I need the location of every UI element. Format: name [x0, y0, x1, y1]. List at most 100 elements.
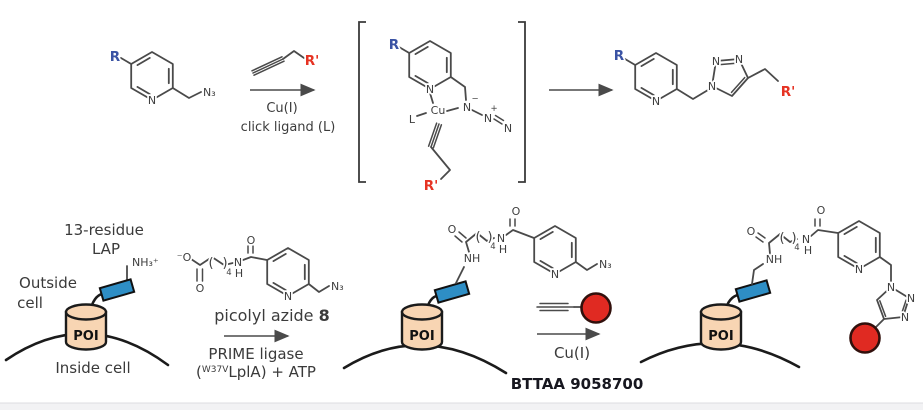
- amide1-double-bond: [454, 231, 467, 243]
- amide-h: H: [235, 267, 243, 280]
- fluorophore-circle: [580, 292, 612, 324]
- ligase-line2-open: (: [196, 363, 202, 381]
- paren-close: ): [222, 256, 227, 271]
- substituent-bonds: [120, 57, 202, 99]
- amide1-o: O: [448, 223, 457, 236]
- lap-caption-line2: LAP: [92, 240, 120, 258]
- triazole-ch2-bond: [878, 256, 892, 282]
- poi-cylinder-body: [699, 310, 743, 351]
- substituent-bonds: [398, 46, 467, 101]
- carboxyl-o: O: [196, 282, 205, 295]
- amide2-o: O: [512, 205, 521, 218]
- azide-n1: N: [463, 101, 471, 114]
- click-step: Cu(I) BTTAA 9058700: [511, 292, 644, 393]
- ligase-line2: (W37VLplA) + ATP: [196, 363, 316, 381]
- coordination-bonds: [416, 92, 483, 117]
- amide-n: N: [234, 256, 242, 269]
- azide-double-bond: [493, 114, 505, 125]
- subscript-4: 4: [794, 243, 799, 253]
- paren-open: (: [208, 256, 213, 271]
- paren-close: ): [487, 230, 492, 245]
- paren-open: (: [779, 231, 784, 246]
- amide-chain-bonds: [768, 233, 798, 255]
- amide-bonds: [242, 256, 268, 261]
- r-group-label: R: [110, 49, 121, 65]
- triazole-ring: [876, 286, 910, 320]
- triazole-double-bonds: [717, 62, 746, 94]
- amide2-bonds: [505, 229, 535, 239]
- ring-nitrogen: N: [284, 290, 292, 303]
- poi-label: POI: [409, 329, 434, 344]
- triazole-n3: N: [901, 311, 909, 324]
- r-prime-label: R': [781, 84, 796, 100]
- bttaa-label: BTTAA 9058700: [511, 375, 644, 393]
- fluorophore-circle: [849, 322, 881, 354]
- amide-double-bond: [247, 245, 254, 254]
- ligand-label: click ligand (L): [241, 120, 336, 135]
- ligand-l-label: L: [409, 113, 416, 126]
- amide2-double-bond: [509, 218, 516, 227]
- lap-tag: [98, 278, 136, 302]
- lap-caption-line1: 13-residue: [64, 221, 144, 239]
- ring-nitrogen: N: [148, 94, 156, 107]
- lysine-ch2-bond: [455, 266, 465, 284]
- triazole-product: R N N N N R': [612, 46, 797, 109]
- poi-cylinder-body: [64, 310, 108, 351]
- triazole-n1: N: [887, 281, 895, 294]
- ch2-bond: [282, 50, 305, 60]
- probe-triple-bond: [536, 302, 575, 312]
- inside-cell-label: Inside cell: [55, 359, 130, 377]
- ring-nitrogen: N: [652, 95, 660, 108]
- nh-label: NH: [766, 253, 783, 266]
- paren-close: ): [791, 231, 796, 246]
- catalyst-label: Cu(I): [266, 101, 297, 116]
- lap-tag: [734, 279, 772, 303]
- ligase-line2-rest: LplA) + ATP: [228, 363, 316, 381]
- r-prime-label: R': [305, 53, 320, 69]
- picolyl-azide-8: ⁻O O ( ) 4 N H O N N₃ picolyl azide 8: [175, 232, 345, 325]
- substituent-bonds: [624, 58, 709, 100]
- amide2-n: N: [497, 232, 505, 245]
- poi-cylinder-top: [64, 303, 108, 321]
- nh-label: NH: [464, 252, 481, 265]
- triple-bond: [251, 56, 285, 76]
- amine-label: NH₃⁺: [132, 256, 159, 269]
- bracket-right: [518, 21, 526, 183]
- amide2-bonds: [810, 229, 839, 237]
- amide2-o: O: [817, 204, 826, 217]
- r-prime-label: R': [424, 178, 439, 194]
- poi-cylinder-top: [699, 303, 743, 321]
- triazole-n1: N: [708, 80, 716, 93]
- chain-bonds: [190, 256, 234, 266]
- azide-ch2-bond: [574, 261, 598, 271]
- triazole-n2: N: [712, 55, 720, 68]
- paren-open: (: [475, 230, 480, 245]
- azide-label: N₃: [331, 280, 344, 293]
- amide2-h: H: [804, 244, 812, 257]
- probe-caption: picolyl azide 8: [214, 306, 330, 325]
- alkyne-reagent: R': [251, 50, 321, 76]
- amide1-o: O: [747, 225, 756, 238]
- ring-nitrogen: N: [551, 268, 559, 281]
- strip: [0, 403, 923, 410]
- azide-n1-charge: −: [471, 94, 478, 104]
- cell-panel-1: POI NH₃⁺ 13-residue LAP Outside cell Ins…: [4, 221, 170, 377]
- reactant-picolyl-azide: R N N₃: [108, 47, 217, 108]
- amide2-n: N: [802, 233, 810, 246]
- lap-tag: [433, 280, 471, 304]
- coordinated-alkyne-triple-bond: [427, 122, 443, 149]
- page-edge-strip: [0, 402, 923, 410]
- outside-cell-line1: Outside: [19, 274, 77, 292]
- azide-label: N₃: [203, 86, 216, 99]
- poi-label: POI: [73, 329, 98, 344]
- r-group-label: R: [614, 48, 625, 64]
- triazole-n2: N: [907, 292, 915, 305]
- azide-n2: N: [484, 112, 492, 125]
- triazole-ring: [711, 58, 749, 97]
- amide1-double-bond: [755, 232, 766, 243]
- r-group-label: R: [389, 37, 400, 53]
- copper-intermediate: R N L Cu N − N + N R': [358, 21, 526, 196]
- outside-cell-line2: cell: [17, 294, 43, 312]
- poi-cylinder-body: [400, 310, 444, 351]
